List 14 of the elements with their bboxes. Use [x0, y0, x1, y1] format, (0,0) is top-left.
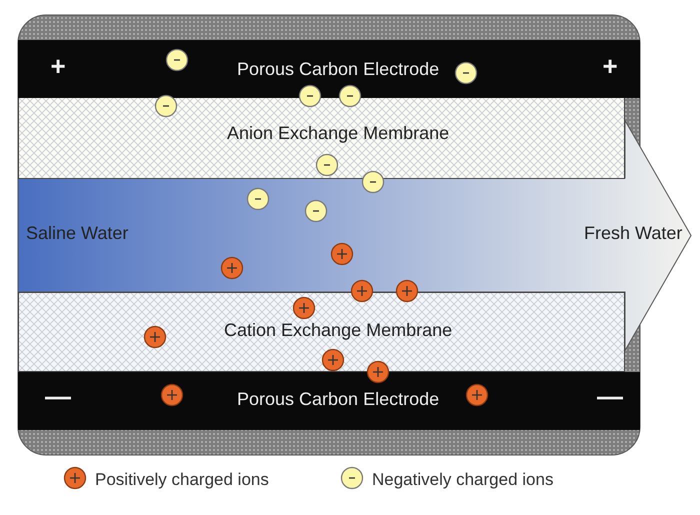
- outlet-label: Fresh Water: [584, 222, 682, 244]
- polarity-sign: +: [602, 55, 618, 77]
- polarity-sign: —: [45, 385, 71, 407]
- polarity-sign: +: [50, 55, 66, 77]
- membrane-label: Cation Exchange Membrane: [224, 319, 452, 341]
- inlet-label: Saline Water: [26, 222, 128, 244]
- legend-label: Positively charged ions: [95, 469, 269, 491]
- polarity-sign: —: [597, 385, 623, 407]
- legend-label: Negatively charged ions: [372, 469, 554, 491]
- electrode-band: [18, 372, 640, 430]
- membrane-label: Anion Exchange Membrane: [227, 122, 450, 144]
- electrode-band: [18, 40, 640, 98]
- electrode-label: Porous Carbon Electrode: [237, 388, 440, 410]
- electrode-label: Porous Carbon Electrode: [237, 58, 440, 80]
